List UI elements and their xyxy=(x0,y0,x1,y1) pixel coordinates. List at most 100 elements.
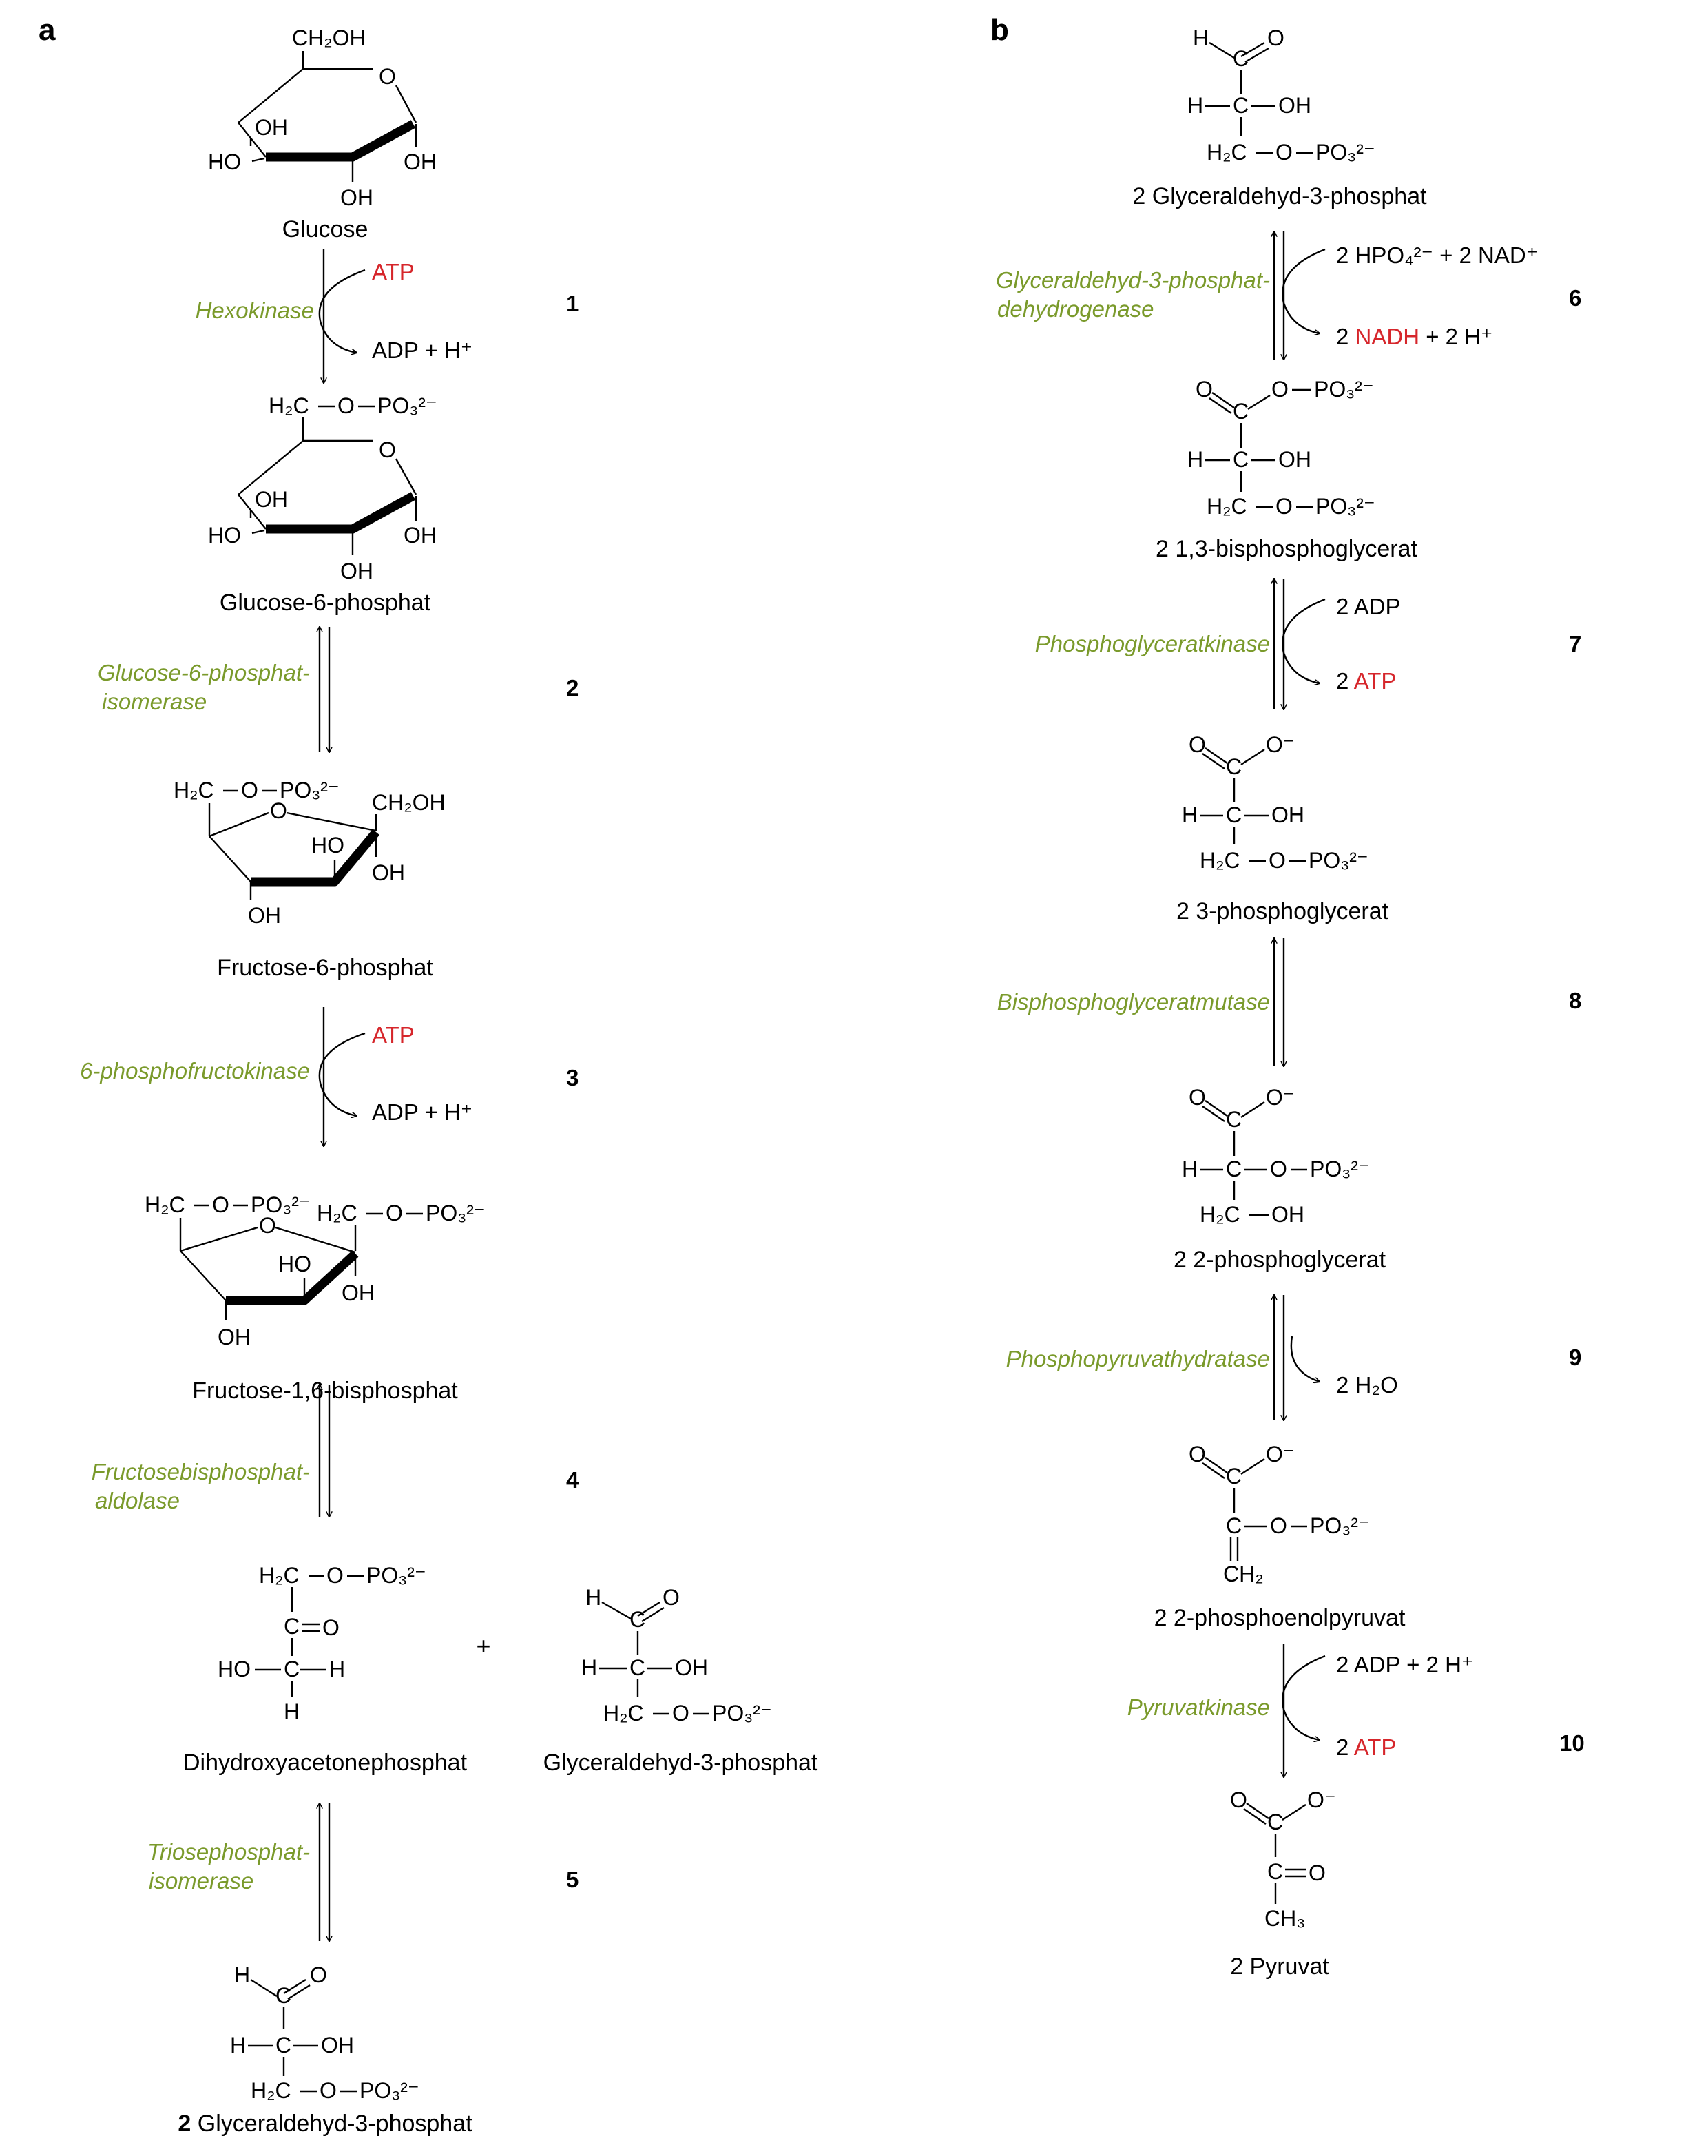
svg-text:O: O xyxy=(212,1192,229,1217)
svg-text:OH: OH xyxy=(255,115,288,140)
compound-fructose-1-6-bisphosphate: Fructose-1,6-bisphosphat xyxy=(192,1378,458,1404)
svg-text:CH₂OH: CH₂OH xyxy=(292,25,366,50)
svg-text:H: H xyxy=(585,1585,601,1610)
pyruvate-structure: O C O⁻ C O CH₃ xyxy=(1230,1787,1336,1931)
svg-text:O: O xyxy=(1269,848,1286,873)
step10-curved-arrow xyxy=(1282,1655,1326,1740)
svg-text:H₂C: H₂C xyxy=(1200,1202,1240,1227)
step5-enzyme-line2: isomerase xyxy=(149,1868,253,1894)
svg-text:H: H xyxy=(581,1655,597,1680)
svg-text:H₂C: H₂C xyxy=(259,1563,300,1588)
fructose-1-6-bisphosphate-structure: H₂C O PO₃²⁻ O H₂C O PO₃²⁻ HO OH OH xyxy=(145,1192,486,1349)
svg-text:OH: OH xyxy=(372,860,405,885)
step6-cofactor-in: 2 HPO₄²⁻ + 2 NAD⁺ xyxy=(1336,242,1538,268)
svg-text:OH: OH xyxy=(340,559,373,583)
step1-cofactor-in: ATP xyxy=(372,259,415,284)
step1-enzyme: Hexokinase xyxy=(196,298,314,323)
compound-phosphoenolpyruvate: 2 2-phosphoenolpyruvat xyxy=(1154,1605,1406,1631)
step6-equilibrium-arrows xyxy=(1274,231,1284,360)
svg-text:H₂C: H₂C xyxy=(1207,494,1247,519)
plus-sign: + xyxy=(476,1632,490,1660)
step10-enzyme: Pyruvatkinase xyxy=(1127,1694,1270,1720)
svg-text:O: O xyxy=(320,2078,337,2103)
step7-curved-arrow xyxy=(1282,598,1326,683)
svg-text:OH: OH xyxy=(342,1281,375,1305)
step9-cofactor-out: 2 H₂O xyxy=(1336,1372,1398,1398)
svg-text:O: O xyxy=(1275,494,1293,519)
svg-text:C: C xyxy=(284,1614,300,1639)
step4-equilibrium-arrows xyxy=(320,1385,329,1517)
svg-text:OH: OH xyxy=(340,185,373,210)
step5-number: 5 xyxy=(566,1867,579,1892)
step7-cofactor-in: 2 ADP xyxy=(1336,594,1401,619)
step9-equilibrium-arrows xyxy=(1274,1295,1284,1420)
compound-pyruvate: 2 Pyruvat xyxy=(1230,1953,1329,1980)
svg-text:H₂C: H₂C xyxy=(174,778,214,802)
svg-text:C: C xyxy=(629,1655,645,1680)
step4-enzyme-line2: aldolase xyxy=(95,1488,180,1513)
svg-text:PO₃²⁻: PO₃²⁻ xyxy=(1315,494,1375,519)
svg-text:H: H xyxy=(1182,1157,1198,1181)
svg-text:HO: HO xyxy=(208,149,241,174)
svg-text:O: O xyxy=(1309,1860,1326,1885)
svg-text:HO: HO xyxy=(278,1252,311,1276)
svg-text:OH: OH xyxy=(255,487,288,512)
step7-enzyme: Phosphoglyceratkinase xyxy=(1035,631,1270,656)
3-phosphoglycerate-structure: O C O⁻ H C OH H₂C O PO₃²⁻ xyxy=(1182,732,1368,873)
bisphosphoglycerate-structure: O C O PO₃²⁻ H C OH H₂C O PO₃²⁻ xyxy=(1187,377,1375,519)
svg-text:C: C xyxy=(1233,447,1249,472)
svg-text:PO₃²⁻: PO₃²⁻ xyxy=(377,393,437,418)
svg-text:O: O xyxy=(1267,25,1284,50)
svg-text:C: C xyxy=(275,2033,291,2057)
svg-text:O: O xyxy=(1189,1442,1206,1466)
svg-text:H: H xyxy=(1187,447,1203,472)
svg-text:CH₃: CH₃ xyxy=(1264,1906,1305,1931)
svg-text:PO₃²⁻: PO₃²⁻ xyxy=(426,1201,486,1225)
step6-curved-arrow xyxy=(1282,248,1326,333)
svg-text:PO₃²⁻: PO₃²⁻ xyxy=(1314,377,1374,402)
svg-text:PO₃²⁻: PO₃²⁻ xyxy=(280,778,340,802)
svg-text:H: H xyxy=(329,1657,345,1681)
compound-fructose-6-phosphate: Fructose-6-phosphat xyxy=(217,955,433,981)
step6-cofactor-out: 2 NADH + 2 H⁺ xyxy=(1336,324,1492,349)
svg-text:O: O xyxy=(337,393,355,418)
step4-enzyme-line1: Fructosebisphosphat- xyxy=(92,1459,310,1484)
dihydroxyacetone-phosphate-structure: H₂C O PO₃²⁻ C O HO C H H xyxy=(218,1563,426,1724)
step10-cofactor-out: 2 ATP xyxy=(1336,1734,1396,1760)
step5-equilibrium-arrows xyxy=(320,1803,329,1941)
panel-label-b: b xyxy=(990,13,1009,47)
svg-text:O: O xyxy=(270,798,287,823)
svg-text:C: C xyxy=(1226,1464,1242,1489)
step10-number: 10 xyxy=(1559,1730,1585,1756)
svg-text:O: O xyxy=(310,1962,327,1987)
step3-number: 3 xyxy=(566,1065,579,1090)
step5-enzyme-line1: Triosephosphat- xyxy=(147,1839,310,1865)
svg-text:O: O xyxy=(1189,1085,1206,1110)
svg-text:OH: OH xyxy=(1271,802,1304,827)
step3-curved-arrow xyxy=(318,1032,366,1116)
step8-number: 8 xyxy=(1569,988,1581,1013)
svg-text:OH: OH xyxy=(404,523,437,548)
compound-b-glyceraldehyde-3-phosphate: 2 Glyceraldehyd-3-phosphat xyxy=(1132,183,1427,209)
svg-text:H₂C: H₂C xyxy=(603,1701,644,1725)
compound-2-glyceraldehyde-3-phosphate: 2 Glyceraldehyd-3-phosphat xyxy=(178,2111,472,2137)
svg-text:OH: OH xyxy=(321,2033,354,2057)
step6-enzyme-line2: dehydrogenase xyxy=(997,296,1154,322)
svg-text:OH: OH xyxy=(248,903,281,928)
svg-text:H₂C: H₂C xyxy=(269,393,309,418)
svg-text:O: O xyxy=(1270,1513,1287,1538)
step3-cofactor-in: ATP xyxy=(372,1022,415,1048)
svg-text:H₂C: H₂C xyxy=(317,1201,357,1225)
svg-text:C: C xyxy=(1267,1810,1283,1834)
svg-text:O: O xyxy=(322,1615,340,1640)
svg-text:C: C xyxy=(1226,1157,1242,1181)
glucose-6-phosphate-structure: H₂C O PO₃²⁻ O OH HO OH OH xyxy=(208,393,437,583)
svg-text:O⁻: O⁻ xyxy=(1266,732,1295,757)
step9-enzyme: Phosphopyruvathydratase xyxy=(1006,1346,1270,1371)
svg-text:O: O xyxy=(1271,377,1289,402)
svg-text:OH: OH xyxy=(1278,447,1311,472)
svg-text:O: O xyxy=(1270,1157,1287,1181)
svg-text:O: O xyxy=(326,1563,344,1588)
svg-text:O: O xyxy=(1230,1787,1247,1812)
